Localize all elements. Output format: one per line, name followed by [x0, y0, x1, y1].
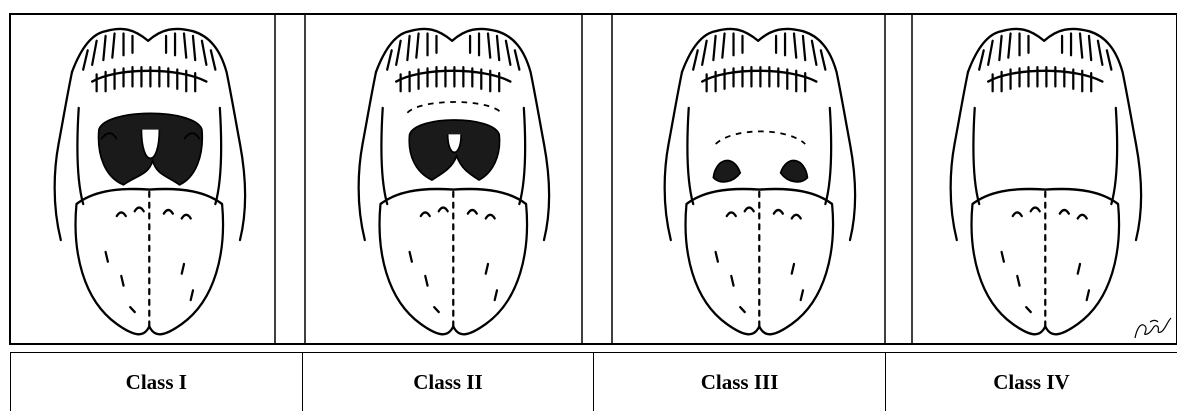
class-ii-label: Class II: [302, 353, 594, 411]
class-iv-label: Class IV: [885, 353, 1177, 411]
class-label-row: Class I Class II Class III Class IV: [11, 353, 1177, 411]
class-i-illustration: [55, 29, 246, 334]
illustration-panels: [0, 0, 1177, 350]
artist-signature: [1135, 318, 1171, 338]
class-iii-illustration: [665, 29, 856, 334]
class-iv-illustration: [951, 29, 1142, 334]
class-ii-illustration: [359, 29, 550, 334]
class-i-label: Class I: [11, 353, 303, 411]
class-label-table: Class I Class II Class III Class IV: [10, 352, 1177, 411]
class-iii-label: Class III: [594, 353, 886, 411]
